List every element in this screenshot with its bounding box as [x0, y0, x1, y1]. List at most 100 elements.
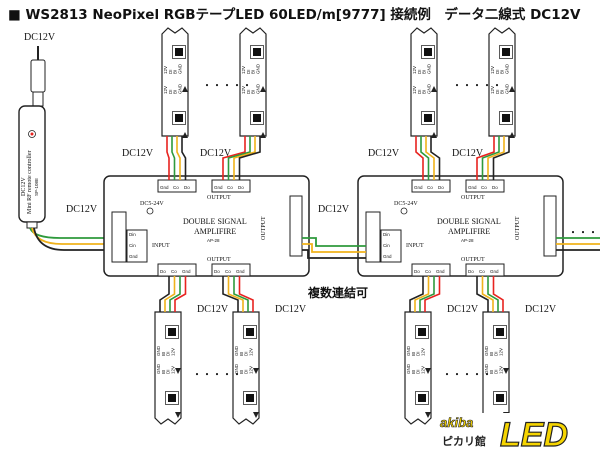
led-strip-bottom-3-pin-label: DI — [416, 352, 421, 357]
amp-right-model: AP-28 — [461, 238, 474, 243]
strip-dc12v-7: DC12V — [447, 304, 479, 315]
amp-right-top-pin-5: Co — [481, 185, 487, 190]
led-strip-bottom-3-pixel-2 — [415, 391, 429, 405]
led-strip-top-2-pixel-2 — [250, 111, 264, 125]
strip-dc12v-8: DC12V — [525, 304, 557, 315]
led-strip-top-3-pin-label: DI — [417, 90, 422, 95]
led-strip-top-1-wire — [171, 136, 176, 180]
controller-model: SP-108E — [34, 178, 39, 196]
amp-right-name-1: DOUBLE SIGNAL — [437, 217, 501, 226]
amp-right-top-pin-3: Do — [438, 185, 444, 190]
led-strip-bottom-3-arrow-icon — [425, 412, 431, 418]
led-strip-bottom-4-pin-label: BI — [489, 370, 494, 374]
right-output-ellipsis: ・・・・・ — [568, 228, 600, 239]
led-strip-top-4-pin-label: GND — [504, 83, 509, 94]
amp-left-name-2: AMPLIFIRE — [194, 227, 236, 236]
led-strip-bottom-1-pin-label: 12V — [170, 348, 175, 356]
led-strip-top-3-pin-label: 12V — [412, 86, 417, 94]
led-strip-top-1-pin-label: DI — [168, 90, 173, 95]
led-strip-bottom-4-pin-label: 12V — [498, 348, 503, 356]
led-strip-bottom-2-arrow-icon — [253, 368, 259, 374]
led-strip-top-2-pin-label: GND — [255, 83, 260, 94]
led-strip-bottom-2-pin-label: 12V — [248, 348, 253, 356]
led-strip-top-3-pin-label: DI — [417, 70, 422, 75]
amp-left-top-pin-6: Do — [238, 185, 244, 190]
strip-dc12v-1: DC12V — [122, 148, 154, 159]
amp-right-body — [357, 175, 564, 277]
led-strip-bottom-2-arrow-icon — [253, 412, 259, 418]
amp-left-name-1: DOUBLE SIGNAL — [183, 217, 247, 226]
led-strip-top-3-pin-label: BI — [422, 70, 427, 74]
led-strip-top-2-pin-label: 12V — [241, 66, 246, 74]
led-strip-top-3-wire — [415, 136, 424, 180]
led-strip-top-4-pixel-2 — [499, 111, 513, 125]
amp-left-bot-pin-1: Do — [160, 269, 166, 274]
led-strip-bottom-3-pin-label: 12V — [420, 348, 425, 356]
amp-left-top-pin-2: Co — [173, 185, 179, 190]
led-strip-bottom-2-wire — [238, 276, 254, 312]
led-strip-bottom-1-wire — [169, 276, 181, 312]
amp-left-dc12v-label: DC12V — [66, 204, 98, 215]
led-strip-bottom-3-wire — [409, 276, 424, 312]
amp-right-pin-din: Din — [383, 232, 390, 237]
led-strip-bottom-2-pin-label: DI — [244, 352, 249, 357]
led-strip-bottom-1-pin-label: 12V — [170, 366, 175, 374]
amp-right-bot-pin-1: Do — [414, 269, 420, 274]
led-strip-top-3-wire — [420, 136, 430, 180]
led-strip-bottom-3-pin-label: BI — [411, 352, 416, 356]
led-strip-top-1-arrow-icon — [182, 86, 188, 92]
strip-dc12v-4: DC12V — [452, 148, 484, 159]
controller-sub: DC12V — [21, 177, 27, 196]
amp-left-bot-pin-3: Gnd — [182, 269, 191, 274]
rf-controller: DC12V DC12V Mini RF remote controller SP… — [18, 32, 112, 251]
led-strip-top-3-pin-label: GND — [426, 83, 431, 94]
strip-ellipsis-bottom-right: ・・・・・ — [442, 370, 492, 381]
led-strip-bottom-4-pin-label: DI — [494, 370, 499, 375]
led-strip-top-2-pin-label: DI — [246, 70, 251, 75]
led-strip-top-2-wire — [233, 136, 256, 180]
led-strip-top-4-wire — [487, 136, 505, 180]
led-strip-bottom-1-pin-label: GND — [156, 363, 161, 374]
led-strip-top-4-wire — [492, 136, 510, 180]
led-strip-bottom-3-wire — [419, 276, 435, 312]
strip-ellipsis-top-right: ・・・・・ — [452, 81, 502, 92]
amp-right-bot-pin-3: Gnd — [436, 269, 445, 274]
led-strip-bottom-3-arrow-icon — [425, 368, 431, 374]
amp-right-bot-pin-2: Co — [425, 269, 431, 274]
led-strip-bottom-3-pin-label: DI — [416, 370, 421, 375]
led-strip-bottom-2-wire — [222, 276, 239, 312]
led-strip-top-4-arrow-icon — [509, 132, 515, 138]
amp-left-output-top: OUTPUT — [207, 195, 231, 201]
led-strip-bottom-4-wire — [476, 276, 489, 312]
led-strip-bottom-4-pin-label: GND — [484, 345, 489, 356]
amp-left-top-pin-5: Co — [227, 185, 233, 190]
amp-left-top-pin-1: Gnd — [160, 185, 169, 190]
amp-left-model: AP-28 — [207, 238, 220, 243]
akiba-led-logo: akiba ピカリ館 LED — [436, 413, 596, 453]
amp-right-bot-pin-4: Do — [468, 269, 474, 274]
led-strip-top-1-pin-label: 12V — [163, 86, 168, 94]
led-strip-bottom-4-pin-label: DI — [494, 352, 499, 357]
led-strip-bottom-4-arrow-icon — [503, 368, 509, 374]
led-strip-top-2-wire — [222, 136, 246, 180]
amp-right-top-pin-4: Gnd — [468, 185, 477, 190]
led-strip-top-3-wire — [430, 136, 441, 180]
led-strip-top-3-arrow-icon — [431, 86, 437, 92]
led-strip-bottom-2-pin-label: BI — [239, 370, 244, 374]
led-strip-bottom-3-wire — [424, 276, 441, 312]
led-strip-bottom-1-pin-label: BI — [161, 370, 166, 374]
led-strip-top-3-pin-label: GND — [426, 63, 431, 74]
led-strip-bottom-3-pixel-1 — [415, 325, 429, 339]
led-strip-top-2-pin-label: DI — [246, 90, 251, 95]
led-strip-bottom-2-pixel-2 — [243, 391, 257, 405]
amp-right-pin-cin: Cin — [383, 243, 390, 248]
strip-dc12v-6: DC12V — [275, 304, 307, 315]
amp-left-top-pin-4: Gnd — [214, 185, 223, 190]
led-strip-bottom-3-wire — [414, 276, 430, 312]
led-strip-top-4-pixel-1 — [499, 45, 513, 59]
